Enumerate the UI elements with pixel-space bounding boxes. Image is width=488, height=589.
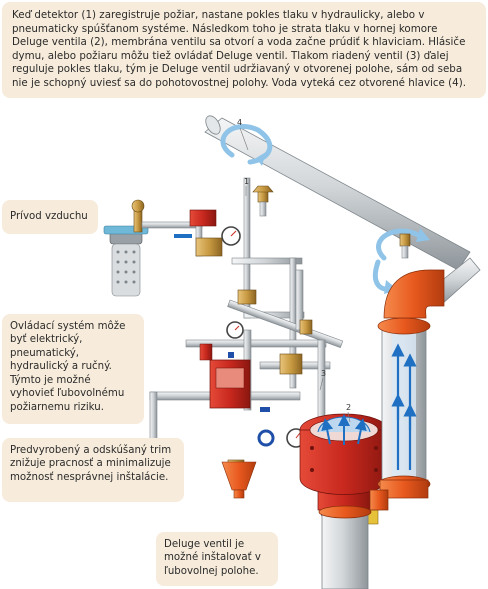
flow-arrow-icon — [391, 343, 417, 470]
solenoid-valve — [189, 209, 223, 257]
callout-3: 3 — [321, 369, 326, 378]
rotation-arrow-icon — [256, 152, 430, 294]
main-header-pipe — [204, 115, 471, 271]
intro-description: Keď detektor (1) zaregistruje požiar, na… — [2, 2, 486, 98]
callout-leaders — [239, 127, 351, 423]
callout-2: 2 — [346, 403, 351, 412]
drain-funnel — [221, 461, 257, 499]
deluge-valve-body — [299, 413, 389, 525]
callout-4: 4 — [237, 118, 242, 127]
control-system-note: Ovládací systém môže byť elektrický, pne… — [2, 314, 144, 424]
callout-1: 1 — [244, 177, 249, 186]
trim-note: Predvyrobený a odskúšaný trim znižuje pr… — [2, 438, 184, 502]
sprinkler-head — [252, 185, 411, 259]
air-supply-label: Prívod vzduchu — [2, 200, 98, 234]
air-regulator — [131, 199, 203, 257]
valve-handwheel-icon — [228, 352, 270, 412]
air-filter — [103, 225, 149, 297]
pressure-control-valve — [199, 343, 251, 409]
supply-pipe — [318, 505, 372, 589]
deluge-installation-note: Deluge ventil je možné inštalovať v ľubo… — [156, 532, 278, 586]
